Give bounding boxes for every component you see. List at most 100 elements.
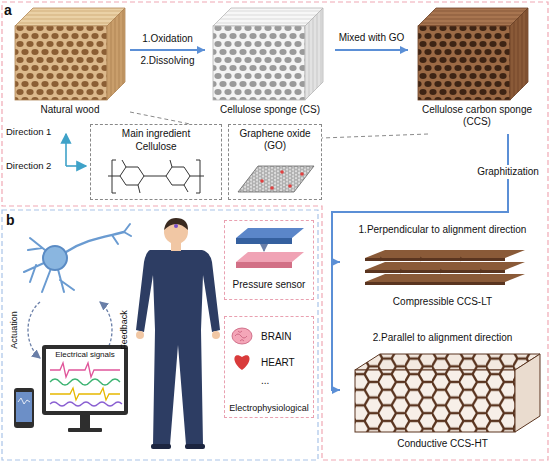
neuron xyxy=(24,238,74,292)
node-label: Electrophysiological xyxy=(228,403,310,414)
human-figure xyxy=(151,444,171,449)
graphene-oxide-sheet xyxy=(300,172,304,176)
direction-axes xyxy=(66,165,86,167)
organ-icons xyxy=(232,328,252,344)
monitor-and-phone xyxy=(80,415,90,428)
node-label: HEART xyxy=(261,357,310,369)
compressed-sponge-layers xyxy=(380,257,483,273)
node-label: Compressible CCS-LT xyxy=(343,296,542,308)
pressure-sensor-layers xyxy=(236,262,292,268)
monitor-and-phone xyxy=(42,345,128,415)
edge-label: Mixed with GO xyxy=(339,32,405,44)
cellulose-sponge-block xyxy=(309,10,321,96)
compressed-sponge-layers xyxy=(365,282,505,285)
natural-wood-block xyxy=(111,10,123,96)
neuron xyxy=(66,232,124,252)
sensor-box: Pressure sensor xyxy=(224,220,314,300)
connector-arrow xyxy=(322,134,428,138)
wood-image-card: Natural wood xyxy=(10,4,130,120)
node-label: Natural wood xyxy=(13,104,127,116)
feedback-loop-arrows xyxy=(28,302,40,358)
edge-label: Graphitization xyxy=(475,165,541,179)
neuron xyxy=(112,224,131,244)
graphene-oxide-sheet xyxy=(270,186,274,190)
node-label: Pressure sensor xyxy=(228,279,310,291)
cellulose-sponge-block xyxy=(216,11,320,23)
panel-letter: b xyxy=(6,212,15,229)
panel-letter: a xyxy=(4,2,12,19)
organ-icons xyxy=(232,328,252,370)
screen-label: Electrical signals xyxy=(55,350,115,360)
carbon-sponge-block xyxy=(510,8,528,100)
graphene-oxide-sheet xyxy=(260,179,264,183)
carbon-sponge-block xyxy=(421,11,525,23)
monitor-and-phone xyxy=(14,345,128,432)
inset-box: Graphene oxide (GO) xyxy=(228,124,322,200)
carbon-sponge-block xyxy=(514,10,526,96)
node-label: 2.Parallel to alignment direction xyxy=(343,332,542,344)
honeycomb-network xyxy=(515,354,540,432)
direction-axes xyxy=(65,134,67,166)
sponge-image-card: Cellulose carbon sponge (CCS) xyxy=(408,4,546,134)
inset-box: Main ingredientCellulose xyxy=(90,124,222,200)
honeycomb-network xyxy=(355,370,515,432)
monitor-and-phone xyxy=(50,363,120,377)
natural-wood-block xyxy=(15,26,107,100)
graphene-oxide-sheet xyxy=(280,170,284,174)
cellulose-structure xyxy=(120,167,144,185)
cellulose-sponge-block xyxy=(213,8,323,100)
neuron xyxy=(43,246,67,270)
monitor-and-phone xyxy=(68,428,102,432)
arrow-label: Feedback xyxy=(119,310,130,350)
cellulose-structure xyxy=(166,167,190,185)
compressed-sponge-layers xyxy=(365,262,525,270)
connector-arrow xyxy=(130,112,190,124)
carbon-sponge-block xyxy=(418,8,528,26)
monitor-and-phone xyxy=(16,392,32,422)
compressed-sponge-layers xyxy=(365,250,525,258)
sponge-image-card: Cellulose sponge (CS) xyxy=(205,4,335,120)
compressed-sponge-layers xyxy=(365,258,505,261)
connector-arrow xyxy=(332,134,508,262)
cellulose-sponge-block xyxy=(213,8,323,26)
natural-wood-block xyxy=(15,8,125,26)
cellulose-sponge-block xyxy=(305,8,323,100)
human-figure xyxy=(212,331,220,339)
pressure-sensor-layers xyxy=(236,238,292,244)
compressed-sponge-layers xyxy=(365,274,525,282)
panel-b-border xyxy=(2,210,318,460)
product-card: 2.Parallel to alignment directionConduct… xyxy=(340,330,545,454)
monitor-and-phone xyxy=(14,388,34,428)
carbon-sponge-block xyxy=(418,8,528,100)
cellulose-structure xyxy=(108,160,204,193)
honeycomb-network xyxy=(355,370,515,432)
node-label: Cellulose carbon sponge (CCS) xyxy=(411,104,543,128)
pressure-sensor-layers xyxy=(236,252,304,262)
monitor-and-phone xyxy=(18,398,30,404)
node-label: Graphene oxide (GO) xyxy=(232,128,318,152)
compressed-sponge-layers xyxy=(365,270,505,273)
pressure-sensor-layers xyxy=(263,246,264,251)
node-label: Conductive CCS-HT xyxy=(343,438,542,450)
node-label: ... xyxy=(261,375,310,387)
graphene-oxide-sheet xyxy=(288,184,292,188)
cellulose-structure xyxy=(108,160,204,193)
natural-wood-block xyxy=(107,8,125,100)
human-figure xyxy=(185,444,205,449)
graphene-oxide-sheet xyxy=(238,166,314,192)
pressure-sensor-layers xyxy=(236,228,304,268)
node-label: Cellulose sponge (CS) xyxy=(208,104,332,116)
graphene-oxide-sheet xyxy=(238,166,314,192)
monitor-and-phone xyxy=(50,379,120,385)
carbon-sponge-block xyxy=(418,26,510,100)
neuron xyxy=(24,224,131,292)
cellulose-structure xyxy=(112,160,200,193)
compressed-sponge-layers xyxy=(365,250,525,285)
axis-label: Direction 2 xyxy=(6,160,51,171)
human-figure xyxy=(164,218,188,230)
sensor-box: BRAINHEART...Electrophysiological xyxy=(224,316,314,418)
human-figure xyxy=(136,218,220,449)
